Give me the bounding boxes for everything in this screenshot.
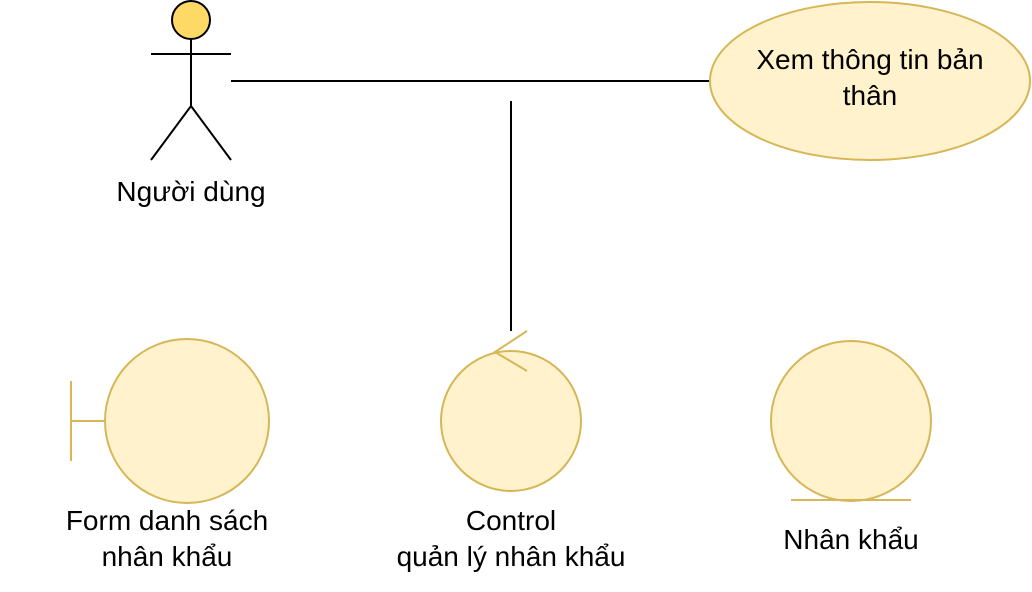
boundary-label-line1: Form danh sách: [65, 505, 269, 536]
boundary-circle: [104, 338, 270, 504]
actor-label-text: Người dùng: [116, 176, 266, 207]
use-case-label: Xem thông tin bản thân: [715, 42, 1025, 114]
control-circle: [440, 350, 582, 492]
use-case-label-line2: thân: [842, 80, 898, 111]
control-label-line2: quản lý nhân khẩu: [396, 541, 626, 572]
control-label: Control quản lý nhân khẩu: [356, 503, 666, 575]
control-arrow-icon: [493, 330, 528, 372]
boundary-label: Form danh sách nhân khẩu: [22, 503, 312, 575]
boundary-object[interactable]: [70, 338, 270, 504]
use-case-label-line1: Xem thông tin bản: [756, 44, 984, 75]
entity-label: Nhân khẩu: [751, 522, 951, 558]
boundary-label-line2: nhân khẩu: [101, 541, 233, 572]
actor-figure[interactable]: [150, 0, 232, 161]
control-label-line1: Control: [465, 505, 557, 536]
actor-right-leg: [190, 105, 232, 161]
use-case-ellipse[interactable]: [709, 1, 1031, 161]
control-object[interactable]: [440, 330, 582, 492]
entity-label-text: Nhân khẩu: [783, 524, 919, 555]
actor-label: Người dùng: [91, 174, 291, 210]
actor-head: [171, 0, 211, 40]
entity-object[interactable]: [770, 340, 932, 502]
entity-circle: [770, 340, 932, 502]
actor-left-leg: [150, 105, 192, 161]
